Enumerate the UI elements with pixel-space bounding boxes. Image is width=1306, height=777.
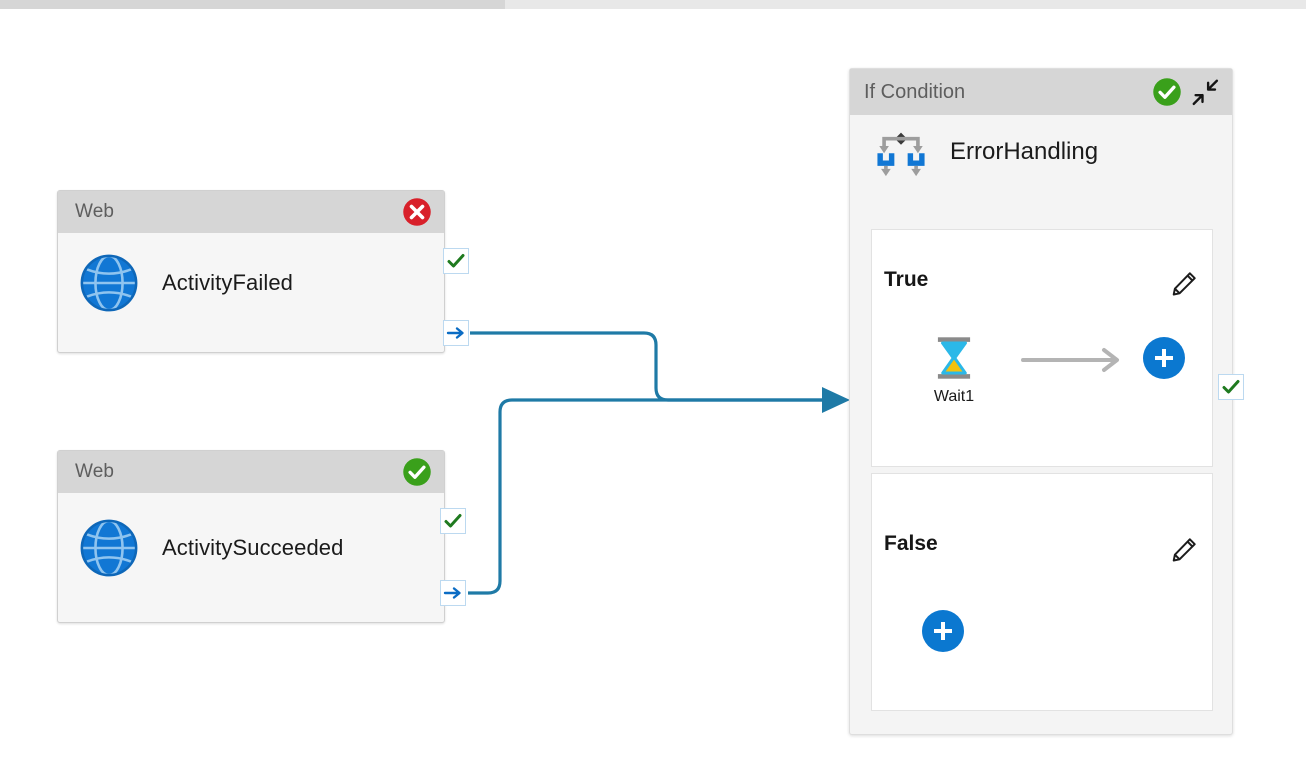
if-condition-type-label: If Condition	[864, 80, 966, 103]
handle-completion[interactable]	[440, 580, 466, 606]
node-type-label: Web	[75, 461, 115, 482]
activity-wait1[interactable]: Wait1	[919, 335, 989, 406]
edge-succeeded-to-if	[468, 398, 836, 595]
green-check-icon	[444, 514, 462, 528]
edge-failed-to-if	[470, 331, 836, 402]
false-branch-label: False	[884, 532, 938, 555]
green-check-icon	[1222, 380, 1240, 394]
globe-icon	[80, 519, 138, 577]
edge-arrowhead	[822, 387, 850, 413]
false-branch[interactable]: False	[871, 473, 1213, 711]
node-type-label: Web	[75, 201, 115, 222]
node-name-label: ActivityFailed	[162, 270, 293, 295]
activity-node-web-failed[interactable]: Web ActivityFailed	[57, 190, 445, 353]
true-branch[interactable]: True Wait1	[871, 229, 1213, 467]
add-activity-button[interactable]	[922, 610, 964, 652]
error-circle-icon	[403, 198, 431, 226]
activity-name-label: Wait1	[933, 388, 975, 405]
handle-success[interactable]	[443, 248, 469, 274]
success-circle-icon	[403, 458, 431, 486]
add-activity-button[interactable]	[1143, 337, 1185, 379]
handle-success[interactable]	[1218, 374, 1244, 400]
if-condition-container[interactable]: If Condition	[849, 68, 1233, 735]
node-body: ActivitySucceeded	[58, 493, 444, 603]
blue-arrow-icon	[443, 587, 461, 599]
node-body: ActivityFailed	[58, 233, 444, 333]
pencil-icon[interactable]	[1170, 536, 1198, 564]
if-condition-name-label: ErrorHandling	[950, 138, 1099, 165]
node-header: Web	[58, 451, 444, 493]
success-circle-icon	[1153, 78, 1181, 106]
if-condition-name-row: ErrorHandling	[850, 115, 1232, 189]
hourglass-icon	[937, 337, 971, 379]
globe-icon	[80, 254, 138, 312]
activity-node-web-succeeded[interactable]: Web ActivitySucceeded	[57, 450, 445, 623]
handle-success[interactable]	[440, 508, 466, 534]
green-check-icon	[447, 254, 465, 268]
pencil-icon[interactable]	[1170, 270, 1198, 298]
collapse-arrows-icon[interactable]	[1190, 77, 1220, 107]
node-name-label: ActivitySucceeded	[162, 535, 344, 560]
if-condition-branch-icon	[877, 132, 925, 177]
node-header: Web	[58, 191, 444, 233]
horizontal-scrollbar[interactable]	[0, 0, 1306, 9]
if-condition-header: If Condition	[850, 69, 1232, 115]
true-branch-label: True	[884, 268, 929, 291]
blue-arrow-icon	[446, 327, 464, 339]
gray-arrow-icon	[1021, 348, 1119, 372]
scrollbar-thumb[interactable]	[0, 0, 505, 9]
handle-completion[interactable]	[443, 320, 469, 346]
